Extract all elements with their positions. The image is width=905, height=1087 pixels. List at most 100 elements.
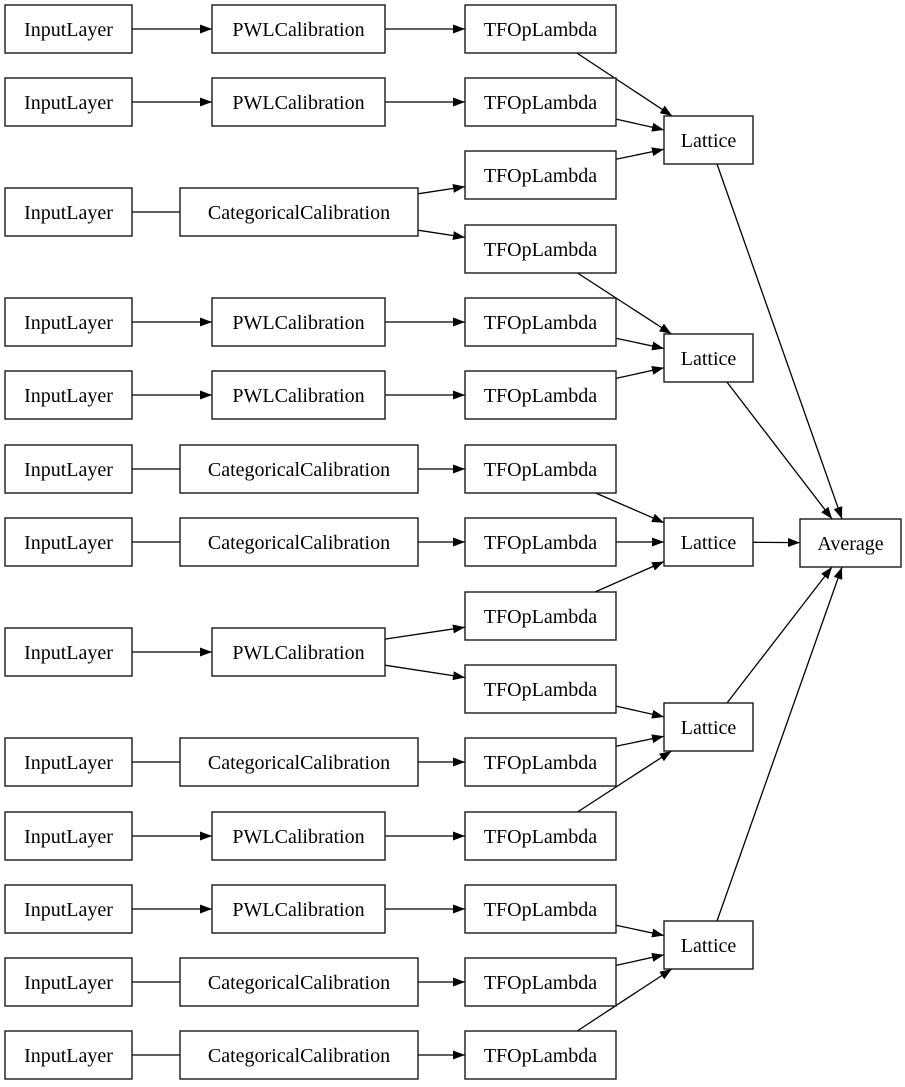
tf-op-lambda-label: TFOpLambda [484, 459, 597, 481]
input-layer-box [4, 957, 133, 1007]
input-layer-node-il8: InputLayer [4, 627, 133, 677]
categorical-calibration-node-cc3: CategoricalCalibration [179, 517, 419, 567]
input-layer-label: InputLayer [24, 1045, 113, 1067]
categorical-calibration-box [179, 1030, 419, 1080]
edge-layer [131, 24, 843, 1060]
tf-op-lambda-node-tf9: TFOpLambda [464, 591, 617, 641]
pwl-calibration-node-pwl3: PWLCalibration [211, 297, 386, 347]
tf-op-lambda-node-tf4: TFOpLambda [464, 224, 617, 274]
tf-op-lambda-box [464, 957, 617, 1007]
input-layer-box [4, 4, 133, 54]
edge-tf3-lat1 [615, 147, 665, 160]
pwl-calibration-box [211, 884, 386, 934]
edge-tf1-lat1 [576, 52, 673, 117]
node-layer: InputLayerInputLayerInputLayerInputLayer… [4, 4, 902, 1080]
average-label: Average [817, 533, 883, 555]
tf-op-lambda-label: TFOpLambda [484, 385, 597, 407]
tf-op-lambda-box [464, 150, 617, 200]
categorical-calibration-box [179, 187, 419, 237]
tf-op-lambda-node-tf11: TFOpLambda [464, 737, 617, 787]
input-layer-node-il10: InputLayer [4, 811, 133, 861]
input-layer-box [4, 737, 133, 787]
lattice-box [663, 517, 754, 567]
input-layer-box [4, 77, 133, 127]
tf-op-lambda-label: TFOpLambda [484, 752, 597, 774]
tf-op-lambda-label: TFOpLambda [484, 92, 597, 114]
lattice-label: Lattice [681, 935, 737, 957]
tf-op-lambda-label: TFOpLambda [484, 1045, 597, 1067]
input-layer-node-il2: InputLayer [4, 77, 133, 127]
tf-op-lambda-box [464, 4, 617, 54]
edge-cc1-tf4 [417, 229, 466, 241]
edge-tf13-lat5 [615, 924, 665, 938]
input-layer-node-il5: InputLayer [4, 370, 133, 420]
input-layer-label: InputLayer [24, 642, 113, 664]
pwl-calibration-node-pwl6: PWLCalibration [211, 811, 386, 861]
pwl-calibration-box [211, 77, 386, 127]
input-layer-node-il11: InputLayer [4, 884, 133, 934]
pwl-calibration-label: PWLCalibration [232, 826, 364, 848]
edge-cc1-tf3 [417, 183, 466, 195]
input-layer-label: InputLayer [24, 532, 113, 554]
categorical-calibration-box [179, 444, 419, 494]
tf-op-lambda-node-tf7: TFOpLambda [464, 444, 617, 494]
input-layer-label: InputLayer [24, 92, 113, 114]
tf-op-lambda-label: TFOpLambda [484, 606, 597, 628]
lattice-node-lat1: Lattice [663, 115, 754, 165]
input-layer-label: InputLayer [24, 752, 113, 774]
input-layer-box [4, 517, 133, 567]
tf-op-lambda-node-tf10: TFOpLambda [464, 664, 617, 714]
input-layer-box [4, 884, 133, 934]
tf-op-lambda-label: TFOpLambda [484, 165, 597, 187]
tf-op-lambda-node-tf8: TFOpLambda [464, 517, 617, 567]
pwl-calibration-label: PWLCalibration [232, 899, 364, 921]
edge-tf9-lat3 [594, 561, 665, 593]
edge-tf10-lat4 [615, 705, 665, 719]
lattice-node-lat4: Lattice [663, 702, 754, 752]
tf-op-lambda-box [464, 224, 617, 274]
input-layer-box [4, 627, 133, 677]
lattice-node-lat3: Lattice [663, 517, 754, 567]
pwl-calibration-label: PWLCalibration [232, 385, 364, 407]
input-layer-node-il12: InputLayer [4, 957, 133, 1007]
input-layer-label: InputLayer [24, 972, 113, 994]
lattice-label: Lattice [681, 532, 737, 554]
input-layer-label: InputLayer [24, 202, 113, 224]
tf-op-lambda-box [464, 77, 617, 127]
input-layer-label: InputLayer [24, 385, 113, 407]
categorical-calibration-label: CategoricalCalibration [208, 752, 390, 774]
tf-op-lambda-node-tf15: TFOpLambda [464, 1030, 617, 1080]
pwl-calibration-label: PWLCalibration [232, 312, 364, 334]
lattice-node-lat2: Lattice [663, 333, 754, 383]
input-layer-node-il1: InputLayer [4, 4, 133, 54]
tf-op-lambda-box [464, 1030, 617, 1080]
categorical-calibration-label: CategoricalCalibration [208, 532, 390, 554]
pwl-calibration-box [211, 627, 386, 677]
tf-op-lambda-box [464, 884, 617, 934]
lattice-label: Lattice [681, 348, 737, 370]
pwl-calibration-node-pwl5: PWLCalibration [211, 627, 386, 677]
tf-op-lambda-box [464, 444, 617, 494]
lattice-box [663, 702, 754, 752]
categorical-calibration-node-cc1: CategoricalCalibration [179, 187, 419, 237]
lattice-box [663, 920, 754, 970]
tf-op-lambda-label: TFOpLambda [484, 899, 597, 921]
tf-op-lambda-label: TFOpLambda [484, 19, 597, 41]
lattice-box [663, 115, 754, 165]
pwl-calibration-node-pwl4: PWLCalibration [211, 370, 386, 420]
categorical-calibration-node-cc2: CategoricalCalibration [179, 444, 419, 494]
edge-lat2-avg [726, 381, 833, 520]
pwl-calibration-box [211, 811, 386, 861]
lattice-box [663, 333, 754, 383]
pwl-calibration-label: PWLCalibration [232, 642, 364, 664]
edge-lat4-avg [726, 566, 833, 704]
tf-op-lambda-node-tf6: TFOpLambda [464, 370, 617, 420]
edge-tf5-lat2 [615, 337, 665, 351]
input-layer-node-il6: InputLayer [4, 444, 133, 494]
tf-op-lambda-label: TFOpLambda [484, 312, 597, 334]
input-layer-node-il9: InputLayer [4, 737, 133, 787]
lattice-label: Lattice [681, 130, 737, 152]
input-layer-label: InputLayer [24, 312, 113, 334]
